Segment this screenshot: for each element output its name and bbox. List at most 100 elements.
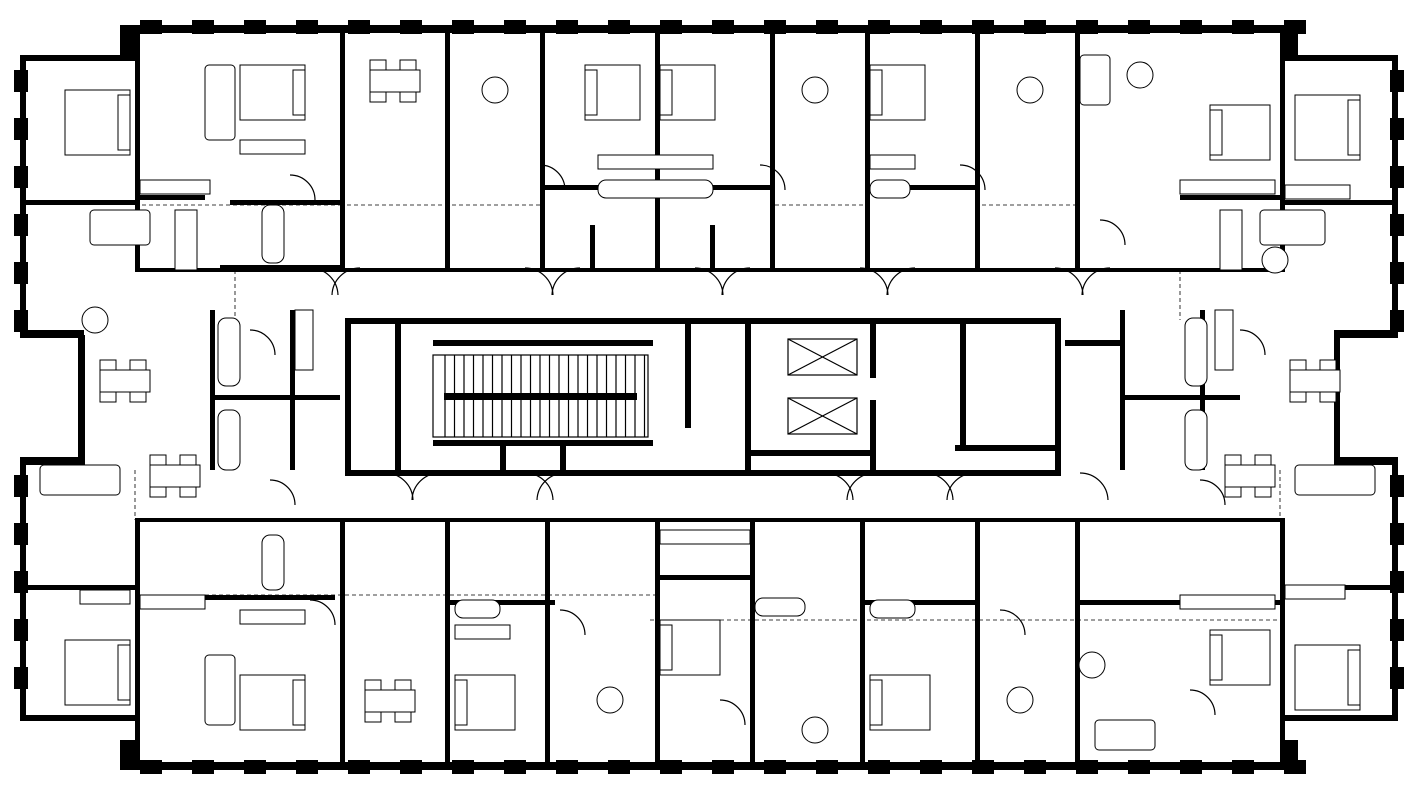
wall — [865, 185, 975, 190]
wall — [20, 585, 135, 590]
wall — [345, 318, 351, 476]
wall — [348, 760, 370, 774]
sofa — [1259, 209, 1326, 246]
wall — [14, 310, 28, 332]
chair — [399, 59, 417, 71]
wall — [870, 400, 876, 476]
round-table — [801, 716, 829, 744]
door-swing — [309, 599, 336, 626]
wall — [1180, 760, 1202, 774]
wall — [745, 318, 751, 476]
wall — [210, 310, 215, 470]
chair — [1254, 454, 1272, 466]
wall — [750, 520, 755, 762]
wall — [1390, 262, 1404, 284]
wall — [14, 166, 28, 188]
wall — [1284, 760, 1306, 774]
wall — [750, 450, 870, 456]
wall — [860, 600, 975, 605]
wall — [972, 760, 994, 774]
round-table — [1006, 686, 1034, 714]
bathtub — [754, 597, 806, 617]
wall — [920, 760, 942, 774]
wall — [400, 760, 422, 774]
chair — [129, 391, 147, 403]
wall — [655, 33, 660, 270]
wall — [545, 520, 550, 762]
thin-lines-layer — [134, 164, 1281, 726]
bathtub — [1184, 317, 1208, 387]
bathtub — [217, 317, 241, 387]
bed-pillow — [659, 624, 673, 671]
door-swing — [694, 267, 724, 296]
bathtub — [261, 534, 285, 591]
bed-pillow — [869, 679, 883, 726]
wall — [868, 20, 890, 34]
kitchen-counter — [1284, 184, 1351, 200]
wall — [120, 740, 135, 770]
wall — [14, 70, 28, 92]
wall — [140, 20, 162, 34]
wall — [608, 760, 630, 774]
kitchen-counter — [294, 309, 314, 371]
wall — [712, 20, 734, 34]
bathtub — [869, 599, 916, 619]
door-swing — [1079, 472, 1109, 501]
wall — [764, 20, 786, 34]
door-swing — [1189, 689, 1216, 716]
wall — [135, 518, 1285, 522]
round-table — [1126, 61, 1154, 89]
wall — [135, 595, 335, 600]
wall — [1390, 70, 1404, 92]
wall — [1390, 166, 1404, 188]
door-swing — [719, 699, 746, 726]
wall — [135, 195, 205, 200]
chair — [99, 359, 117, 371]
kitchen-counter — [1179, 594, 1276, 610]
door-swing — [859, 267, 889, 296]
wall — [1232, 760, 1254, 774]
chair — [1319, 359, 1337, 371]
wall — [14, 523, 28, 545]
round-table — [81, 306, 109, 334]
round-table — [1016, 76, 1044, 104]
round-table — [1261, 246, 1289, 274]
kitchen-counter — [239, 609, 306, 625]
wall — [1283, 715, 1398, 721]
wall — [1055, 318, 1061, 476]
dining-table — [99, 369, 151, 393]
wall — [296, 760, 318, 774]
kitchen-counter — [174, 209, 198, 271]
kitchen-counter — [1179, 179, 1276, 195]
chair — [1224, 486, 1242, 498]
wall — [860, 520, 865, 762]
wall — [504, 20, 526, 34]
kitchen-counter — [1219, 209, 1243, 271]
bed-pillow — [1209, 109, 1223, 156]
door-swing — [1081, 267, 1111, 296]
chair — [1289, 359, 1307, 371]
wall — [1283, 200, 1398, 205]
door-swing — [269, 479, 296, 506]
chair — [394, 679, 412, 691]
bathtub — [454, 599, 501, 619]
wall — [660, 760, 682, 774]
wall — [1024, 760, 1046, 774]
bed-pillow — [869, 69, 883, 116]
wall — [80, 335, 85, 465]
wall — [1076, 760, 1098, 774]
kitchen-counter — [139, 179, 211, 195]
dining-table — [369, 69, 421, 93]
door-swing — [886, 267, 916, 296]
bed-pillow — [1347, 649, 1361, 706]
bed-pillow — [117, 94, 131, 151]
wall — [1120, 310, 1125, 470]
wall — [1075, 520, 1080, 762]
wall — [868, 760, 890, 774]
wall — [192, 20, 214, 34]
sofa — [1094, 719, 1156, 751]
bathtub — [869, 179, 911, 199]
dining-table — [364, 689, 416, 713]
wall — [1075, 600, 1280, 605]
